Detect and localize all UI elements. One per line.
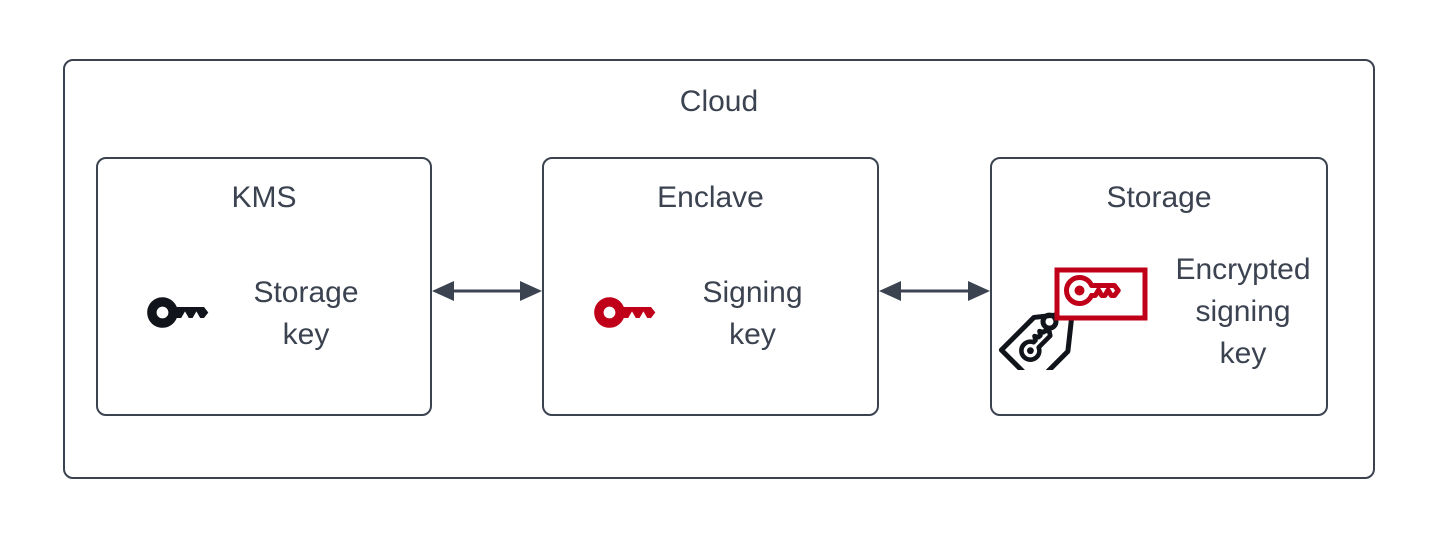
connector-kms-enclave xyxy=(432,274,542,308)
key-icon xyxy=(142,291,212,340)
node-enclave-body: Signing key xyxy=(544,249,877,379)
cloud-title: Cloud xyxy=(679,85,759,118)
node-enclave-title: Enclave xyxy=(657,181,764,214)
node-storage-body: Encrypted signing key xyxy=(992,227,1326,397)
tag-with-key-and-encrypted-key-icon xyxy=(991,265,1151,387)
arrow-head-left xyxy=(879,281,901,301)
node-kms-body: Storage key xyxy=(98,249,430,379)
encrypted-key-icon xyxy=(1064,275,1121,306)
connector-enclave-storage xyxy=(879,274,990,308)
node-storage-title: Storage xyxy=(1106,181,1212,214)
arrow-head-left xyxy=(432,281,454,301)
node-kms-label: Storage key xyxy=(253,276,359,351)
node-storage[interactable]: Storage xyxy=(990,157,1328,416)
node-kms[interactable]: KMS Storage key xyxy=(96,157,432,416)
node-kms-title: KMS xyxy=(231,181,297,214)
node-storage-label: Encrypted signing key xyxy=(1175,253,1311,370)
node-enclave-label: Signing key xyxy=(702,276,803,351)
arrow-head-right xyxy=(520,281,542,301)
node-enclave[interactable]: Enclave Signing key xyxy=(542,157,879,416)
arrow-head-right xyxy=(968,281,990,301)
key-icon xyxy=(589,291,659,340)
